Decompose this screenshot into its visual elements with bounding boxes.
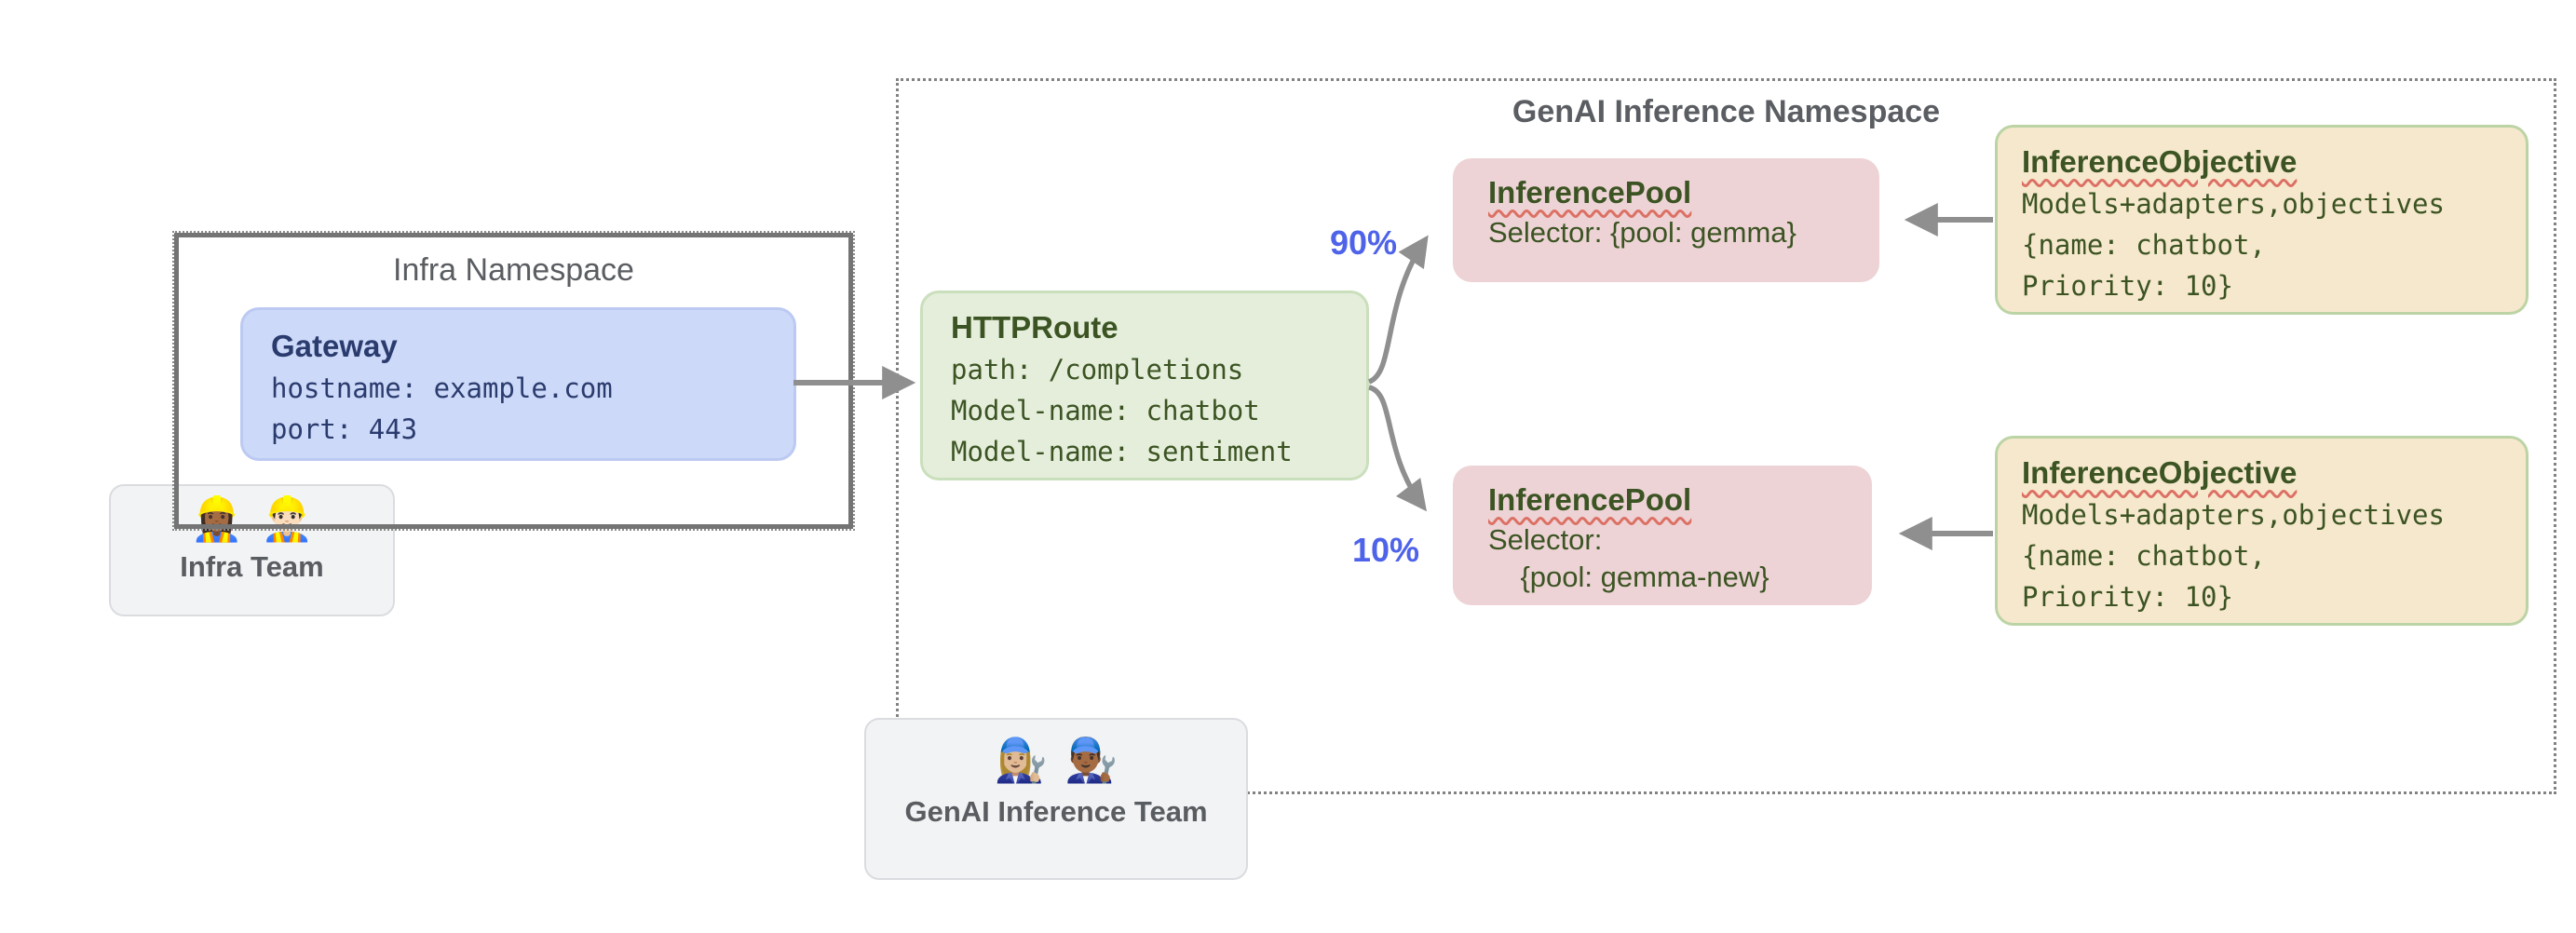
inference-objective-bottom-title-text: InferenceObjective [2022,455,2298,490]
inference-objective-top-title: InferenceObjective [2022,141,2526,183]
inference-objective-bottom-title: InferenceObjective [2022,452,2526,494]
gateway-card: Gateway hostname: example.com port: 443 [240,307,796,461]
traffic-split-90-label: 90% [1329,223,1397,262]
mechanic-woman-emoji: 👩🏼‍🔧 [994,736,1048,784]
genai-team-label: GenAI Inference Team [904,794,1208,828]
objective-top-models-line: Models+adapters,objectives [2022,188,2445,220]
objective-bottom-models-line: Models+adapters,objectives [2022,499,2445,531]
construction-worker-emojis: 👷🏾‍♀️ 👷🏻‍♂️ [111,495,393,543]
inference-pool-gemma-new-selector-value-line: {pool: gemma-new} [1488,561,1769,593]
mechanic-man-emoji: 👨🏾‍🔧 [1064,736,1119,784]
httproute-title: HTTPRoute [951,310,1119,345]
inference-pool-gemma-new-selector-line: Selector: [1488,523,1603,556]
infra-team-card: 👷🏾‍♀️ 👷🏻‍♂️ Infra Team [109,484,395,616]
infra-team-label: Infra Team [180,549,324,583]
inference-pool-gemma-selector-line: Selector: {pool: gemma} [1488,216,1796,249]
inference-pool-gemma-card: InferencePool Selector: {pool: gemma} [1453,158,1879,282]
inference-pool-gemma-new-title: InferencePool [1488,479,1872,521]
inference-pool-gemma-new-card: InferencePool Selector: {pool: gemma-new… [1453,466,1872,605]
httproute-model-chatbot-line: Model-name: chatbot [951,395,1260,426]
inference-pool-gemma-title: InferencePool [1488,171,1879,214]
gateway-title: Gateway [271,329,398,363]
inference-pool-gemma-title-text: InferencePool [1488,175,1692,210]
objective-bottom-name-line: {name: chatbot, [2022,540,2266,572]
infra-namespace-title: Infra Namespace [393,252,634,288]
objective-top-name-line: {name: chatbot, [2022,229,2266,261]
inference-pool-gemma-new-title-text: InferencePool [1488,482,1692,517]
gateway-port-line: port: 443 [271,413,418,445]
genai-inference-namespace-container: GenAI Inference Namespace [896,78,2556,794]
traffic-split-10-label: 10% [1352,531,1420,569]
httproute-path-line: path: /completions [951,354,1244,385]
mechanic-emojis: 👩🏼‍🔧 👨🏾‍🔧 [866,737,1246,784]
genai-inference-team-card: 👩🏼‍🔧 👨🏾‍🔧 GenAI Inference Team [864,718,1248,880]
httproute-card: HTTPRoute path: /completions Model-name:… [920,291,1369,480]
construction-worker-man-emoji: 👷🏻‍♂️ [260,494,314,543]
inference-objective-top-card: InferenceObjective Models+adapters,objec… [1995,125,2529,315]
objective-bottom-priority-line: Priority: 10} [2022,581,2233,613]
genai-namespace-title: GenAI Inference Namespace [1512,94,1941,129]
inference-objective-bottom-card: InferenceObjective Models+adapters,objec… [1995,436,2529,626]
httproute-model-sentiment-line: Model-name: sentiment [951,436,1293,467]
gateway-hostname-line: hostname: example.com [271,372,613,404]
inference-objective-top-title-text: InferenceObjective [2022,144,2298,179]
construction-worker-woman-emoji: 👷🏾‍♀️ [190,494,244,543]
objective-top-priority-line: Priority: 10} [2022,270,2233,302]
